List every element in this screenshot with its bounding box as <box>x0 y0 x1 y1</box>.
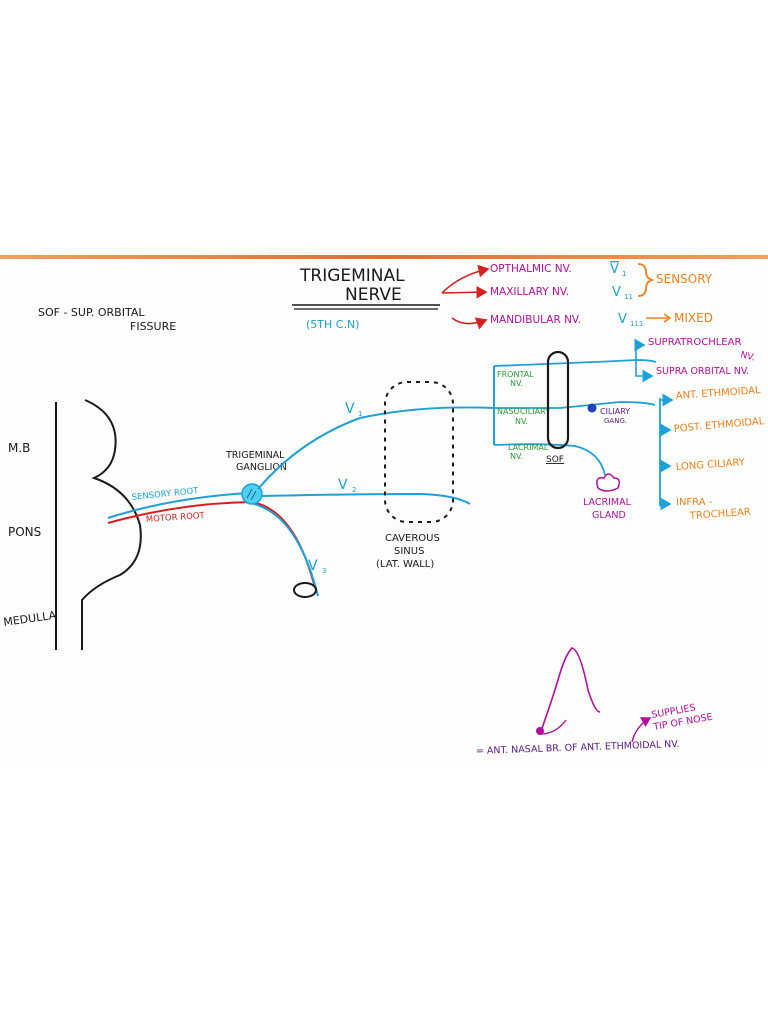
v3-label: V <box>308 558 318 574</box>
lacrimal-label-line2: NV. <box>510 452 523 461</box>
v2-sub: 2 <box>352 486 356 494</box>
foramen-ovale <box>293 582 317 598</box>
arrow-mandibular <box>451 317 488 330</box>
nasociliary-label-line2: NV. <box>515 417 528 426</box>
supratrochlear-branch <box>634 338 646 360</box>
title-line2: NERVE <box>345 285 402 305</box>
nose-outline <box>539 647 601 735</box>
division-mandibular-numeral: V <box>618 312 627 327</box>
cavernous-label-line3: (LAT. WALL) <box>376 559 434 570</box>
sof-fissure <box>546 350 570 450</box>
lacrimal-gland-line1: LACRIMAL <box>583 497 632 508</box>
division-maxillary-numeral: V <box>612 285 621 300</box>
division-type-sensory: SENSORY <box>656 272 713 286</box>
brainstem-pons-label: PONS <box>8 525 41 539</box>
v1-label: V <box>345 401 355 417</box>
nose-tip-dot <box>536 727 544 735</box>
ganglion-label-line2: GANGLION <box>236 462 287 473</box>
nasociliary-nerve-line <box>494 401 656 409</box>
sensory-root-label: SENSORY ROOT <box>131 486 199 503</box>
ciliary-label-line2: GANG. <box>604 417 627 425</box>
brainstem-outline <box>81 399 142 650</box>
frontal-label-line1: FRONTAL <box>497 370 534 379</box>
ciliary-ganglion <box>587 403 597 413</box>
frontal-branch-supratrochlear-line2: NV. <box>739 350 756 363</box>
paper-top-edge <box>0 255 768 259</box>
division-maxillary-label: MAXILLARY NV. <box>490 286 569 298</box>
ganglion-hatching <box>246 488 257 501</box>
v3-nerve <box>253 503 319 597</box>
frontal-branch-supratrochlear: SUPRATROCHLEAR <box>648 337 741 348</box>
arrow-ophthalmic <box>441 264 490 294</box>
motor-root-line <box>107 500 316 589</box>
v1-nerve <box>257 406 495 490</box>
ciliary-label-line1: CILIARY <box>600 407 630 416</box>
nasociliary-branch-ant-ethmoidal: ANT. ETHMOIDAL <box>675 385 761 402</box>
trigeminal-ganglion <box>241 483 263 505</box>
sensory-brace <box>637 263 655 297</box>
supplies-arrow <box>631 717 652 743</box>
division-ophthalmic-sub: 1 <box>622 270 626 278</box>
v2-label: V <box>338 477 348 493</box>
lacrimal-nerve-line <box>493 443 606 476</box>
nasociliary-branch-long-ciliary: LONG CILIARY <box>675 457 746 473</box>
division-ophthalmic-label: OPTHALMIC NV. <box>490 263 572 275</box>
nose-caption: = ANT. NASAL BR. OF ANT. ETHMOIDAL NV. <box>476 739 680 757</box>
sof-label: SOF <box>546 455 564 465</box>
division-maxillary-sub: 11 <box>624 293 633 301</box>
lacrimal-gland-line2: GLAND <box>592 510 626 521</box>
sensory-root-line <box>107 492 249 519</box>
v1-sub: 1 <box>358 410 362 418</box>
frontal-branch-supraorbital: SUPRA ORBITAL NV. <box>656 366 749 377</box>
v2-nerve <box>261 492 471 505</box>
mixed-arrow-head <box>663 313 672 323</box>
arrow-maxillary <box>441 285 488 299</box>
frontal-label-line2: NV. <box>510 379 523 388</box>
ganglion-label-line1: TRIGEMINAL <box>225 450 285 461</box>
nasociliary-branch-infratrochlear-line2: TROCHLEAR <box>688 507 751 522</box>
nasociliary-label-line1: NASOCILIARY <box>497 407 550 416</box>
lacrimal-gland <box>596 473 621 492</box>
v3-sub: 3 <box>322 567 326 575</box>
division-type-mixed: MIXED <box>674 311 713 325</box>
cavernous-label-line1: CAVEROUS <box>385 533 440 544</box>
sof-legend-line2: FISSURE <box>130 320 176 333</box>
frontal-nerve-line <box>493 359 657 367</box>
brainstem-medulla-label: MEDULLA <box>3 609 58 629</box>
sof-legend-line1: SOF - SUP. ORBITAL <box>38 306 145 319</box>
cavernous-label-line2: SINUS <box>394 546 424 557</box>
brainstem-mb-label: M.B <box>8 441 30 455</box>
cavernous-sinus <box>384 381 454 523</box>
nasociliary-branch-infratrochlear-line1: INFRA - <box>676 497 713 508</box>
supraorbital-branch <box>635 360 654 383</box>
title-subtitle: (5TH C.N) <box>306 318 359 331</box>
division-ophthalmic-numeral: V <box>610 262 619 277</box>
division-mandibular-label: MANDIBULAR NV. <box>490 314 581 326</box>
motor-root-label: MOTOR ROOT <box>146 511 206 525</box>
division-mandibular-sub: 111 <box>630 320 643 328</box>
lacrimal-label-line1: LACRIMAL <box>508 443 549 452</box>
nasociliary-branch-post-ethmoidal: POST. ETHMOIDAL <box>673 416 765 435</box>
title-line1: TRIGEMINAL <box>299 266 405 286</box>
